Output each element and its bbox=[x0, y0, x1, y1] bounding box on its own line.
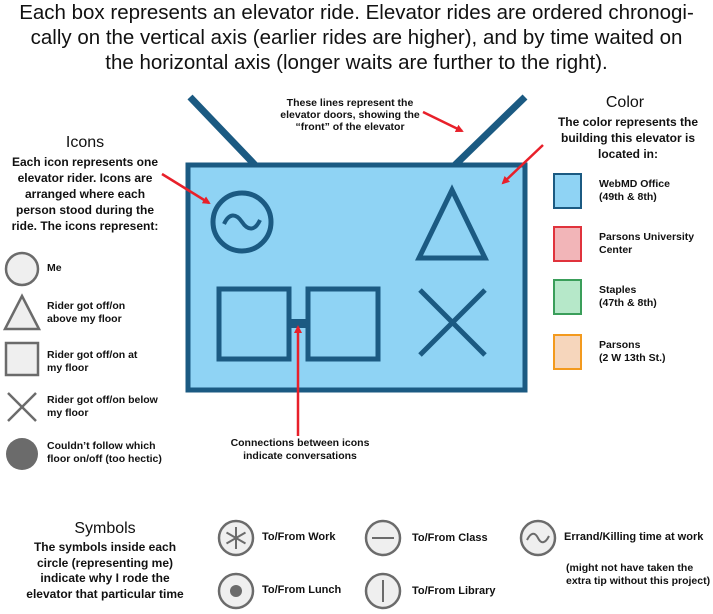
legend-label-unknown: Couldn’t follow which floor on/off (too … bbox=[47, 440, 162, 465]
symbol-label-class: To/From Class bbox=[412, 532, 488, 544]
color-label-staples: Staples (47th & 8th) bbox=[599, 284, 657, 309]
conversation-note: Connections between icons indicate conve… bbox=[230, 437, 370, 462]
color-heading: Color bbox=[605, 94, 645, 111]
tilde-icon bbox=[519, 519, 557, 557]
symbols-heading: Symbols bbox=[74, 520, 136, 537]
color-label-webmd: WebMD Office (49th & 8th) bbox=[599, 178, 670, 203]
symbol-label-lunch: To/From Lunch bbox=[262, 584, 342, 596]
elevator-box bbox=[185, 162, 528, 393]
symbol-label-library: To/From Library bbox=[412, 585, 496, 597]
color-description: The color represents the building this e… bbox=[557, 115, 699, 161]
triangle-rider-icon bbox=[415, 184, 489, 261]
swatch-webmd bbox=[553, 173, 582, 209]
symbols-description: The symbols inside each circle (represen… bbox=[26, 540, 184, 601]
x-rider-icon bbox=[418, 288, 487, 357]
color-label-parsons-university: Parsons University Center bbox=[599, 231, 695, 256]
conversation-connector bbox=[289, 319, 308, 328]
page-title: Each box represents an elevator ride. El… bbox=[19, 1, 694, 74]
me-tilde-icon bbox=[210, 190, 274, 254]
legend-label-at: Rider got off/on at my floor bbox=[47, 349, 138, 374]
legend-label-above: Rider got off/on above my floor bbox=[47, 300, 126, 325]
right-door-line bbox=[452, 94, 528, 168]
swatch-parsons-university bbox=[553, 226, 582, 262]
asterisk-icon bbox=[217, 519, 255, 557]
arrow-doors bbox=[422, 110, 464, 133]
circle-icon bbox=[4, 251, 40, 287]
filled-circle-icon bbox=[6, 438, 38, 470]
symbol-label-errand: Errand/Killing time at work bbox=[564, 531, 704, 543]
doors-note: These lines represent the elevator doors… bbox=[280, 97, 420, 133]
icons-description: Each icon represents one elevator rider.… bbox=[11, 155, 159, 233]
swatch-parsons bbox=[553, 334, 582, 370]
dot-icon bbox=[217, 572, 255, 610]
errand-footnote: (might not have taken the extra tip with… bbox=[566, 562, 711, 587]
vertical-line-icon bbox=[364, 572, 402, 610]
legend-label-below: Rider got off/on below my floor bbox=[47, 394, 158, 419]
x-icon bbox=[7, 392, 37, 422]
symbol-label-work: To/From Work bbox=[262, 531, 336, 543]
color-label-parsons: Parsons (2 W 13th St.) bbox=[599, 339, 666, 364]
minus-icon bbox=[364, 519, 402, 557]
arrow-color bbox=[501, 144, 544, 185]
arrow-icons bbox=[161, 172, 211, 205]
triangle-icon bbox=[2, 293, 42, 331]
left-door-line bbox=[187, 94, 258, 168]
square-icon bbox=[4, 341, 40, 377]
icons-heading: Icons bbox=[65, 134, 105, 151]
legend-label-me: Me bbox=[47, 262, 62, 274]
swatch-staples bbox=[553, 279, 582, 315]
